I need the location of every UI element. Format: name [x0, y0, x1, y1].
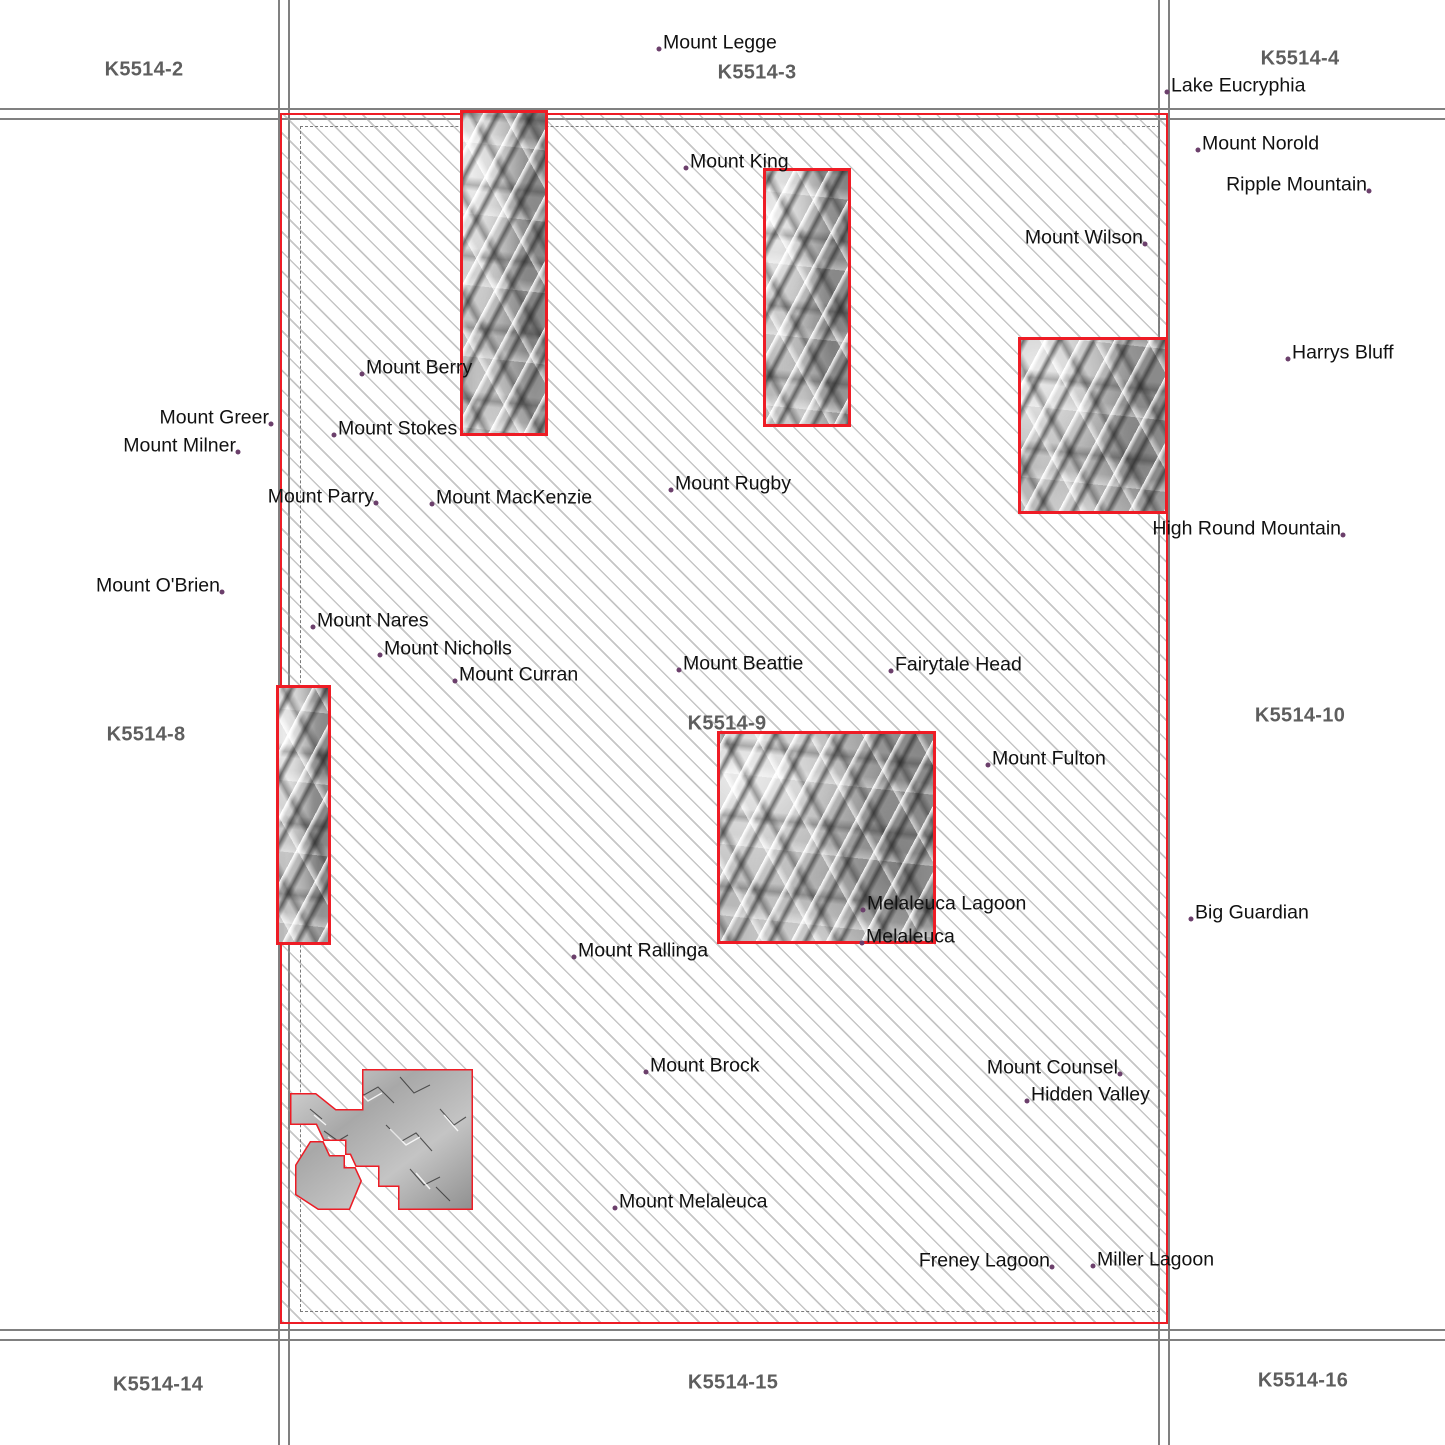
- place-marker-dot-miller-lagoon[interactable]: [1090, 1263, 1096, 1269]
- place-marker-dot-ripple-mountain[interactable]: [1366, 188, 1372, 194]
- place-label-lake-eucryphia: Lake Eucryphia: [1171, 74, 1306, 97]
- place-label-mount-wilson: Mount Wilson: [1024, 226, 1143, 249]
- place-label-hidden-valley: Hidden Valley: [1031, 1083, 1150, 1106]
- place-label-mount-beattie: Mount Beattie: [683, 652, 804, 675]
- hillshade-patch-mount-king-range: [763, 168, 851, 427]
- hillshade-patch-harrys-bluff-block: [1018, 337, 1168, 514]
- place-label-melaleuca: Melaleuca: [866, 925, 955, 948]
- place-marker-dot-mount-parry[interactable]: [373, 500, 379, 506]
- sheet-label-k5514-16: K5514-16: [1257, 1369, 1349, 1392]
- place-label-miller-lagoon: Miller Lagoon: [1097, 1248, 1215, 1271]
- grid-line-horizontal-3: [0, 1339, 1445, 1341]
- place-marker-dot-hidden-valley[interactable]: [1024, 1098, 1030, 1104]
- place-label-ripple-mountain: Ripple Mountain: [1226, 173, 1367, 196]
- place-marker-dot-mount-o-brien[interactable]: [219, 589, 225, 595]
- place-label-high-round-mountain: High Round Mountain: [1152, 517, 1341, 540]
- hillshade-texture: [463, 113, 545, 433]
- sheet-label-k5514-15: K5514-15: [687, 1371, 779, 1394]
- place-label-mount-fulton: Mount Fulton: [992, 747, 1106, 770]
- place-marker-dot-melaleuca-lagoon[interactable]: [860, 907, 866, 913]
- place-marker-dot-mount-legge[interactable]: [656, 46, 662, 52]
- place-label-harrys-bluff: Harrys Bluff: [1292, 341, 1394, 364]
- place-label-mount-o-brien: Mount O'Brien: [95, 574, 220, 597]
- sheet-label-k5514-14: K5514-14: [112, 1373, 204, 1396]
- place-label-mount-mackenzie: Mount MacKenzie: [436, 486, 593, 509]
- sheet-label-k5514-10: K5514-10: [1254, 704, 1346, 727]
- place-label-fairytale-head: Fairytale Head: [895, 653, 1022, 676]
- place-marker-dot-mount-brock[interactable]: [643, 1069, 649, 1075]
- place-label-mount-nicholls: Mount Nicholls: [384, 637, 512, 660]
- place-marker-dot-mount-beattie[interactable]: [676, 667, 682, 673]
- place-marker-dot-mount-stokes[interactable]: [331, 432, 337, 438]
- hillshade-texture: [1021, 340, 1165, 511]
- place-marker-dot-mount-rugby[interactable]: [668, 487, 674, 493]
- place-marker-dot-lake-eucryphia[interactable]: [1164, 89, 1170, 95]
- place-label-mount-stokes: Mount Stokes: [338, 417, 458, 440]
- place-label-mount-rallinga: Mount Rallinga: [578, 939, 709, 962]
- place-marker-dot-mount-wilson[interactable]: [1142, 241, 1148, 247]
- place-marker-dot-melaleuca[interactable]: [859, 940, 865, 946]
- place-marker-dot-mount-melaleuca[interactable]: [612, 1205, 618, 1211]
- place-marker-dot-mount-rallinga[interactable]: [571, 954, 577, 960]
- hillshade-texture: [720, 734, 933, 941]
- place-label-mount-norold: Mount Norold: [1202, 132, 1320, 155]
- grid-line-horizontal-0: [0, 108, 1445, 110]
- sheet-label-k5514-3: K5514-3: [717, 61, 797, 84]
- place-label-freney-lagoon: Freney Lagoon: [918, 1249, 1050, 1272]
- place-label-mount-berry: Mount Berry: [366, 356, 473, 379]
- place-marker-dot-big-guardian[interactable]: [1188, 916, 1194, 922]
- place-marker-dot-mount-greer[interactable]: [268, 421, 274, 427]
- hillshade-patch-south-coast-polygon: [290, 1069, 473, 1210]
- place-marker-dot-mount-nicholls[interactable]: [377, 652, 383, 658]
- sheet-label-k5514-9: K5514-9: [687, 712, 767, 735]
- grid-line-horizontal-2: [0, 1329, 1445, 1331]
- sheet-label-k5514-8: K5514-8: [106, 723, 186, 746]
- place-marker-dot-mount-berry[interactable]: [359, 371, 365, 377]
- place-label-mount-nares: Mount Nares: [317, 609, 429, 632]
- place-label-mount-parry: Mount Parry: [267, 485, 374, 508]
- sheet-label-k5514-2: K5514-2: [104, 58, 184, 81]
- place-marker-dot-mount-milner[interactable]: [235, 449, 241, 455]
- grid-line-vertical-3: [1168, 0, 1170, 1445]
- place-marker-dot-mount-king[interactable]: [683, 165, 689, 171]
- place-label-mount-counsel: Mount Counsel: [986, 1056, 1118, 1079]
- hillshade-texture: [279, 688, 328, 942]
- hillshade-patch-melaleuca-block: [717, 731, 936, 944]
- place-label-mount-brock: Mount Brock: [650, 1054, 760, 1077]
- place-marker-dot-mount-mackenzie[interactable]: [429, 501, 435, 507]
- place-label-mount-king: Mount King: [690, 150, 789, 173]
- place-marker-dot-fairytale-head[interactable]: [888, 668, 894, 674]
- place-marker-dot-mount-curran[interactable]: [452, 678, 458, 684]
- place-marker-dot-harrys-bluff[interactable]: [1285, 356, 1291, 362]
- place-label-big-guardian: Big Guardian: [1195, 901, 1309, 924]
- place-marker-dot-high-round-mountain[interactable]: [1340, 532, 1346, 538]
- place-marker-dot-mount-nares[interactable]: [310, 624, 316, 630]
- hillshade-patch-berry-stokes-range: [460, 110, 548, 436]
- place-label-mount-rugby: Mount Rugby: [675, 472, 791, 495]
- place-label-mount-curran: Mount Curran: [459, 663, 579, 686]
- place-label-mount-greer: Mount Greer: [159, 406, 269, 429]
- sheet-label-k5514-4: K5514-4: [1260, 47, 1340, 70]
- place-label-mount-milner: Mount Milner: [123, 434, 236, 457]
- place-label-mount-melaleuca: Mount Melaleuca: [619, 1190, 768, 1213]
- place-marker-dot-freney-lagoon[interactable]: [1049, 1264, 1055, 1270]
- place-label-mount-legge: Mount Legge: [663, 31, 777, 54]
- hillshade-patch-west-strip-range: [276, 685, 331, 945]
- hillshade-texture: [766, 171, 848, 424]
- place-label-melaleuca-lagoon: Melaleuca Lagoon: [867, 892, 1027, 915]
- place-marker-dot-mount-counsel[interactable]: [1117, 1071, 1123, 1077]
- place-marker-dot-mount-fulton[interactable]: [985, 762, 991, 768]
- place-marker-dot-mount-norold[interactable]: [1195, 147, 1201, 153]
